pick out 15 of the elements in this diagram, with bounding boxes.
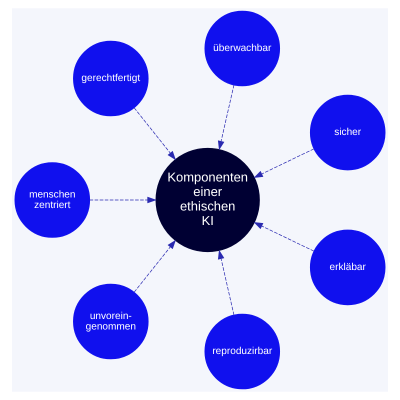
node-circle: gerechtfertigt	[73, 40, 149, 116]
arrow	[254, 222, 314, 252]
node-circle: erkläbar	[310, 230, 386, 306]
node-circle: sicher	[310, 94, 386, 170]
node-circle: unvorein- genommen	[73, 284, 149, 360]
arrow	[89, 196, 157, 204]
node-circle: reproduzirbar	[204, 314, 280, 390]
arrow	[218, 250, 234, 316]
arrow	[254, 148, 314, 178]
node-circle: Komponenten einer ethischen KI	[156, 148, 260, 252]
arrow	[134, 240, 176, 292]
node-circle: überwachbar	[204, 10, 280, 86]
arrow	[134, 108, 176, 160]
arrow	[218, 84, 234, 150]
node-circle: menschen zentriert	[14, 162, 90, 238]
